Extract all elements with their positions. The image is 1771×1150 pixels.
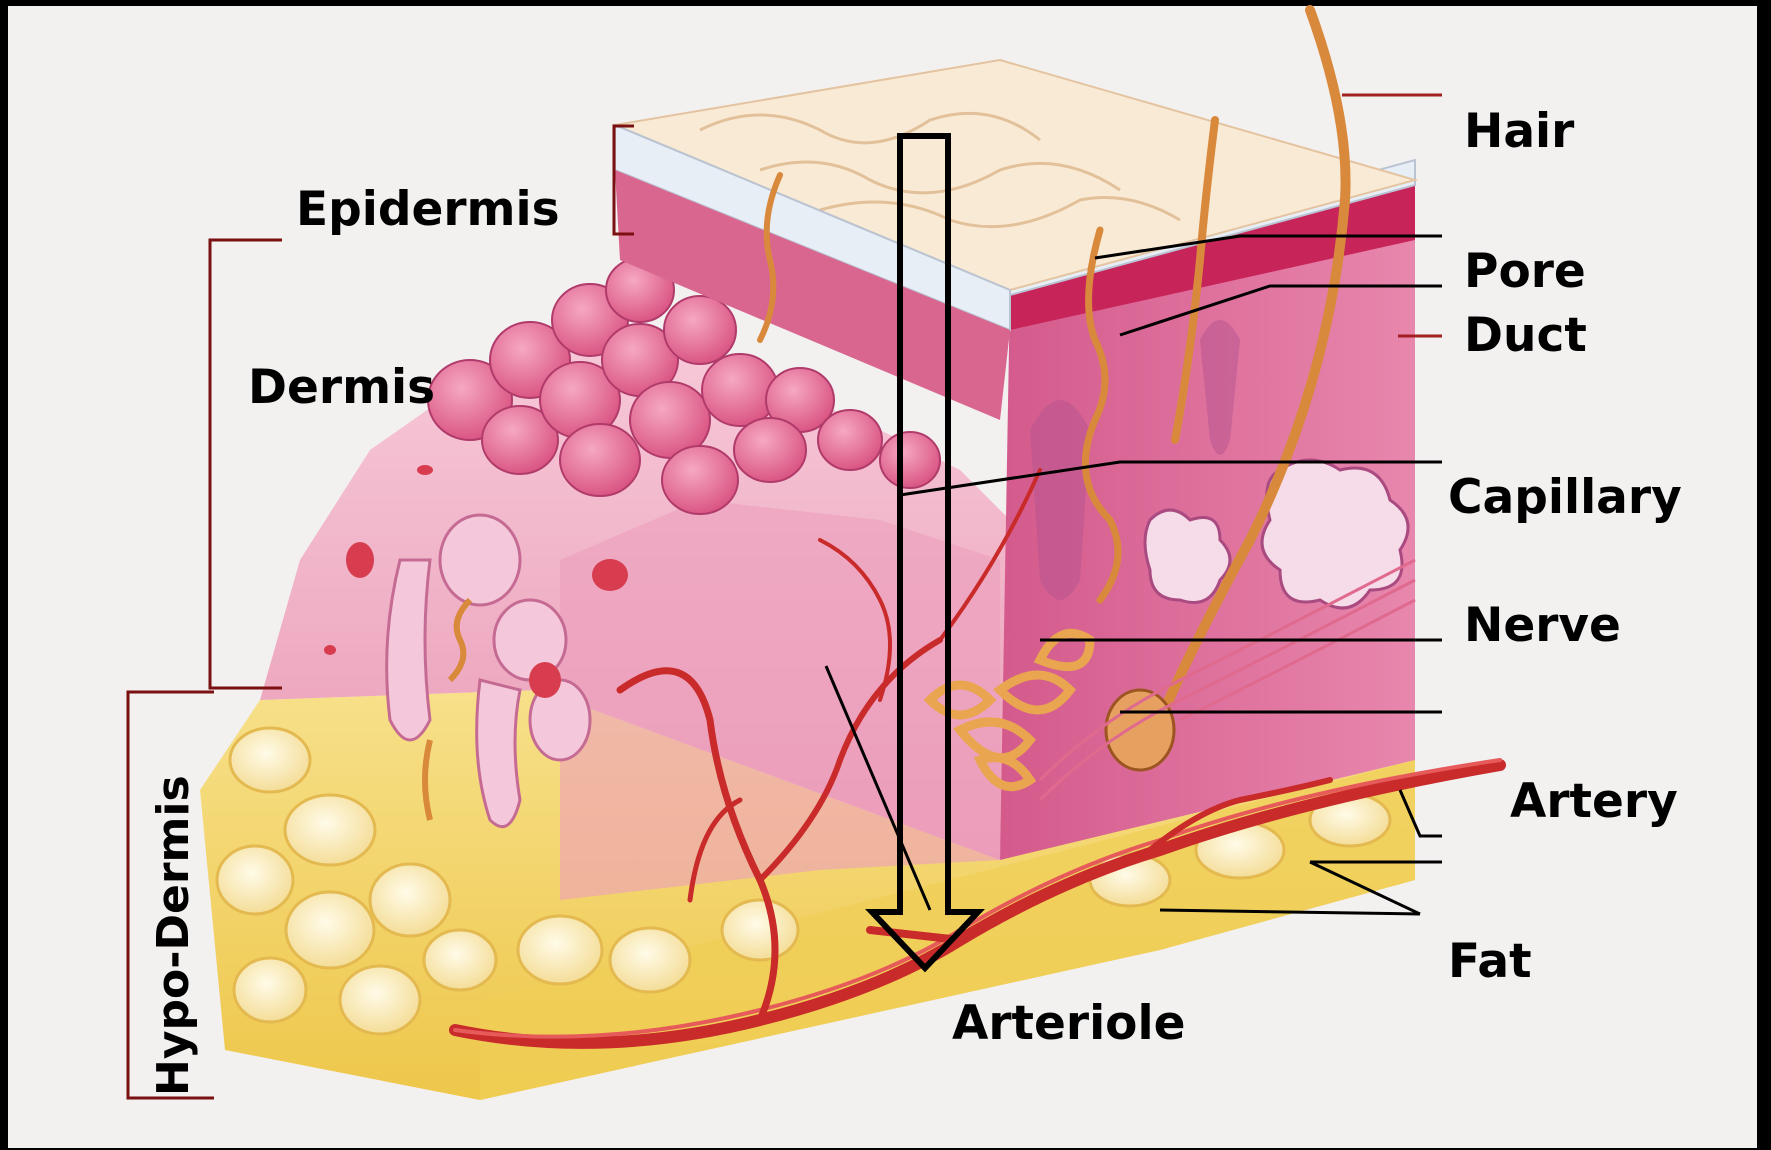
dermis-bracket <box>210 240 282 688</box>
label-dermis: Dermis <box>248 364 435 411</box>
label-epidermis: Epidermis <box>296 186 560 233</box>
label-artery: Artery <box>1510 778 1678 825</box>
label-hair: Hair <box>1464 108 1574 155</box>
label-hypodermis: Hypo-Dermis <box>152 775 196 1096</box>
label-arteriole: Arteriole <box>952 1000 1185 1047</box>
label-pore: Pore <box>1464 248 1586 295</box>
label-fat: Fat <box>1448 938 1532 985</box>
label-capillary: Capillary <box>1448 474 1682 521</box>
label-duct: Duct <box>1464 312 1587 359</box>
label-nerve: Nerve <box>1464 602 1621 649</box>
